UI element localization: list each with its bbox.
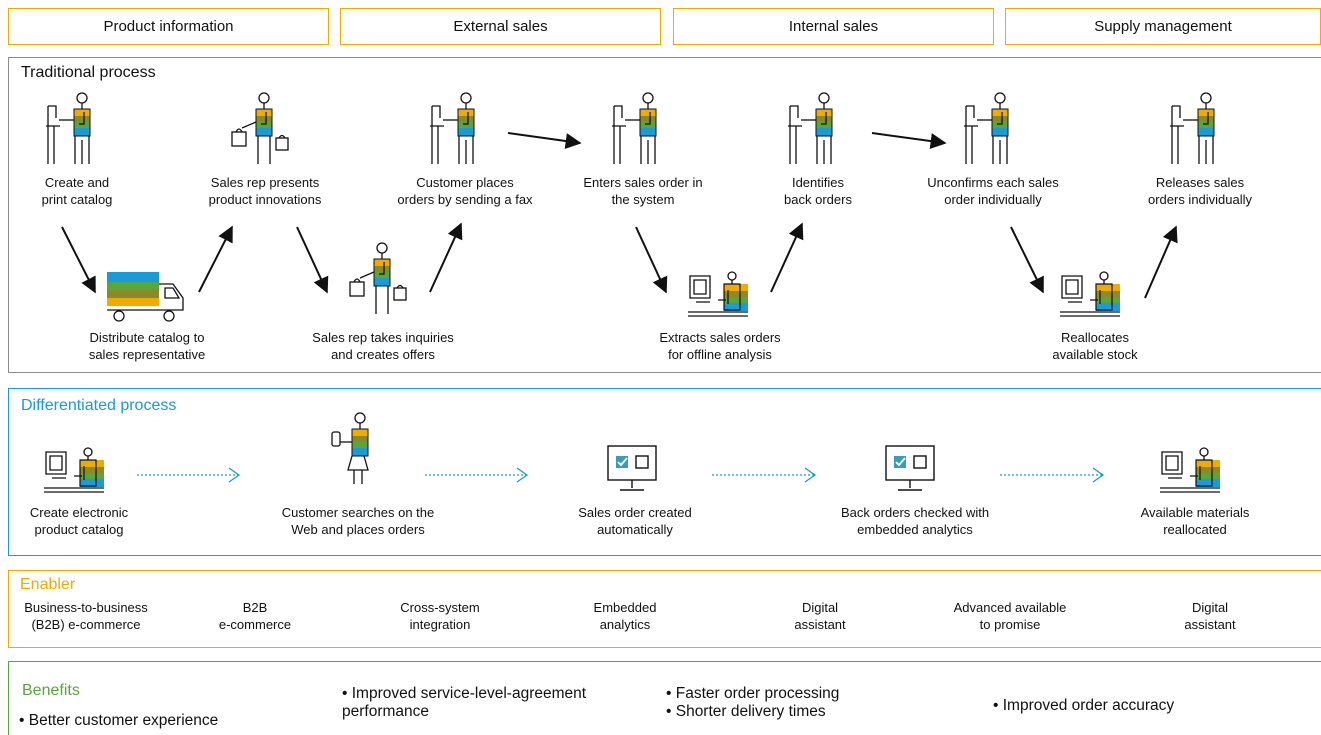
- benefit-item: • Improved service-level-agreement perfo…: [342, 685, 587, 720]
- step-customer-fax: Customer places orders by sending a fax: [397, 175, 533, 207]
- benefits-section: [8, 661, 1321, 735]
- benefit-item: • Faster order processing • Shorter deli…: [666, 685, 840, 720]
- diff-step-back-orders-analytics: Back orders checked with embedded analyt…: [840, 505, 990, 537]
- header-label: Product information: [103, 18, 234, 35]
- step-unconfirms-orders: Unconfirms each sales order individually: [927, 175, 1059, 207]
- header-label: External sales: [453, 18, 548, 35]
- step-releases-orders: Releases sales orders individually: [1147, 175, 1253, 207]
- differentiated-process-title: Differentiated process: [21, 397, 177, 414]
- diff-step-sales-order-auto: Sales order created automatically: [578, 505, 692, 537]
- enabler-item: Advanced available to promise: [953, 600, 1067, 632]
- header-product-information: Product information: [8, 8, 329, 45]
- step-create-print-catalog: Create and print catalog: [41, 175, 113, 207]
- diff-step-materials-reallocated: Available materials reallocated: [1140, 505, 1250, 537]
- step-identifies-back-orders: Identifies back orders: [784, 175, 852, 207]
- enabler-item: B2B e-commerce: [218, 600, 292, 632]
- enabler-item: Digital assistant: [794, 600, 846, 632]
- step-reallocates-stock: Reallocates available stock: [1052, 330, 1138, 362]
- diff-step-customer-web: Customer searches on the Web and places …: [281, 505, 435, 537]
- step-enters-sales-order: Enters sales order in the system: [583, 175, 703, 207]
- monitor-checkbox-icon: [885, 445, 935, 491]
- benefit-item: • Improved order accuracy: [993, 697, 1175, 714]
- enabler-item: Business-to-business (B2B) e-commerce: [24, 600, 148, 632]
- header-label: Supply management: [1094, 18, 1232, 35]
- benefit-item: • Better customer experience: [19, 712, 219, 729]
- computer-workstation-icon: [44, 448, 108, 496]
- person-with-phone-icon: [330, 412, 382, 488]
- enabler-item: Cross-system integration: [400, 600, 480, 632]
- step-sales-rep-inquiries: Sales rep takes inquiries and creates of…: [312, 330, 454, 362]
- monitor-checkbox-icon: [607, 445, 657, 491]
- diff-step-electronic-catalog: Create electronic product catalog: [29, 505, 129, 537]
- header-label: Internal sales: [788, 18, 879, 35]
- differentiated-process-section: [8, 388, 1321, 556]
- traditional-process-section: [8, 57, 1321, 373]
- header-external-sales: External sales: [340, 8, 661, 45]
- enabler-item: Embedded analytics: [593, 600, 657, 632]
- enabler-section: [8, 570, 1321, 648]
- computer-workstation-icon: [1160, 448, 1224, 496]
- step-distribute-catalog: Distribute catalog to sales representati…: [88, 330, 206, 362]
- header-internal-sales: Internal sales: [673, 8, 994, 45]
- traditional-process-title: Traditional process: [21, 64, 156, 81]
- step-sales-rep-presents: Sales rep presents product innovations: [208, 175, 322, 207]
- step-extracts-sales-orders: Extracts sales orders for offline analys…: [659, 330, 781, 362]
- enabler-item: Digital assistant: [1184, 600, 1236, 632]
- enabler-title: Enabler: [20, 576, 76, 593]
- benefits-title: Benefits: [22, 682, 80, 699]
